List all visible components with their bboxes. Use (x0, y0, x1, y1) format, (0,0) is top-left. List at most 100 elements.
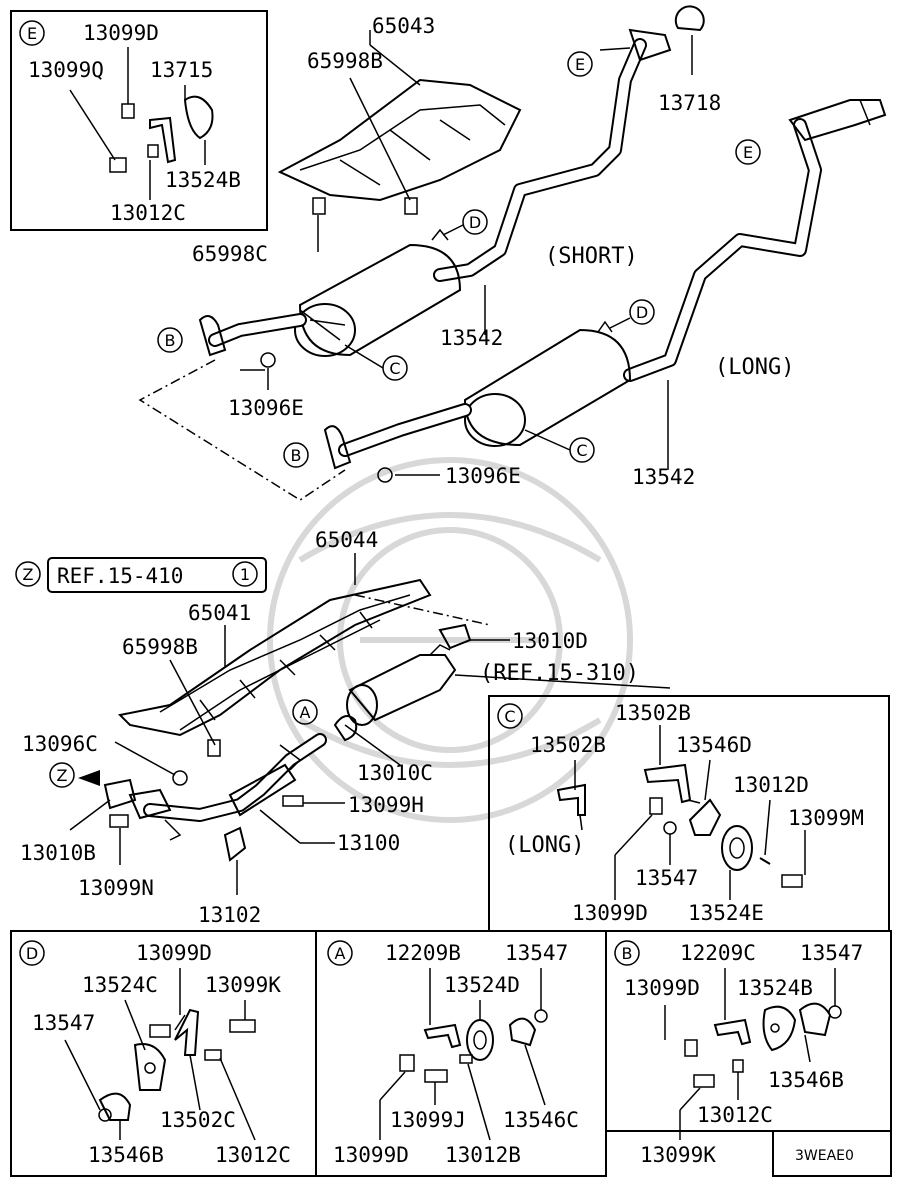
inset-a-drawing (379, 968, 548, 1141)
label-c-13546d: 13546D (676, 733, 752, 757)
label-a-13524d: 13524D (444, 973, 520, 997)
label-13099n: 13099N (78, 876, 154, 900)
label-b-13099k: 13099K (640, 1143, 716, 1167)
inset-b: B 12209C 13547 13099D 13524B 13546B 1301… (605, 930, 892, 1140)
leader-d-long (609, 317, 631, 329)
label-d-13099k: 13099K (205, 973, 281, 997)
label-d-13099d: 13099D (136, 941, 212, 965)
label-65998b-mid: 65998B (122, 635, 198, 659)
label-c-13502b-b: 13502B (530, 733, 606, 757)
label-13099q: 13099Q (28, 58, 104, 82)
muffler-short (198, 228, 462, 368)
bolt-65998b (404, 197, 418, 215)
label-13524b: 13524B (165, 168, 241, 192)
label-a-13099d: 13099D (333, 1143, 409, 1167)
leader-13010b (69, 799, 111, 831)
connect-line-2 (354, 594, 491, 626)
marker-z-pipe: Z (57, 766, 68, 785)
label-13715: 13715 (150, 58, 213, 82)
label-13096e-a: 13096E (228, 396, 304, 420)
label-c-13012d: 13012D (733, 773, 809, 797)
tailpipe-short (433, 5, 705, 282)
variant-short: (SHORT) (545, 244, 638, 269)
ref-15-410-num: 1 (240, 565, 250, 584)
leader-65998b-top (349, 77, 411, 201)
label-65041: 65041 (188, 601, 251, 625)
label-13099d: 13099D (83, 21, 159, 45)
label-a-13012b: 13012B (445, 1143, 521, 1167)
leader-65998b-mid (169, 659, 216, 746)
label-13100: 13100 (337, 831, 400, 855)
marker-a-pipe: A (300, 703, 311, 722)
leader-13010c (344, 724, 401, 766)
marker-d-short: D (469, 213, 481, 232)
label-b-13012c: 13012C (697, 1103, 773, 1127)
label-d-13546b: 13546B (88, 1143, 164, 1167)
bolt-65998b-mid (207, 739, 221, 757)
inset-e-drawing (69, 47, 214, 200)
label-a-13547: 13547 (505, 941, 568, 965)
marker-c-short: C (389, 359, 400, 378)
leader-13100 (259, 809, 301, 844)
label-b-13546b: 13546B (768, 1068, 844, 1092)
label-d-13502c: 13502C (160, 1108, 236, 1132)
inset-c: C 13502B 13502B 13546D 13012D 13099M (LO… (488, 695, 890, 932)
leader-13096c (114, 741, 176, 776)
inset-d: D 13099D 13524C 13099K 13547 13502C 1354… (10, 930, 317, 1177)
marker-e-short: E (575, 55, 585, 74)
label-13718: 13718 (658, 91, 721, 115)
nut-13096c (172, 770, 188, 786)
front-pipe (103, 715, 358, 862)
label-c-13524e: 13524E (688, 901, 764, 925)
heat-shield-65044-65041 (117, 578, 432, 737)
label-a-13546c: 13546C (503, 1108, 579, 1132)
leader-c-long (524, 429, 571, 451)
inset-a: A 12209B 13547 13524D 13099J 13546C 1309… (315, 930, 607, 1177)
connect-line-1 (138, 359, 346, 501)
label-13542-long: 13542 (632, 465, 695, 489)
marker-b-inset: B (622, 944, 633, 963)
marker-d-inset: D (26, 944, 38, 963)
muffler-long (323, 320, 632, 483)
ref-15-310: (REF.15-310) (480, 661, 639, 686)
label-13010d: 13010D (512, 629, 588, 653)
label-13099h: 13099H (348, 793, 424, 817)
marker-c-inset: C (504, 707, 515, 726)
label-65998b-top: 65998B (307, 49, 383, 73)
label-65044: 65044 (315, 528, 378, 552)
leader-d-short (442, 224, 464, 236)
label-d-13012c: 13012C (215, 1143, 291, 1167)
marker-b-long: B (291, 446, 302, 465)
inset-c-drawing (556, 725, 806, 900)
variant-long-c: (LONG) (505, 833, 584, 858)
label-13542-short: 13542 (440, 326, 503, 350)
label-a-12209b: 12209B (385, 941, 461, 965)
inset-d-drawing (64, 968, 256, 1141)
bolt-13099h (282, 795, 304, 807)
marker-c-long: C (576, 441, 587, 460)
marker-b-short: B (165, 331, 176, 350)
heat-shield-65043 (277, 30, 522, 202)
catalytic-converter (346, 623, 671, 726)
label-b-13547: 13547 (800, 941, 863, 965)
diagram-code: 3WEAE0 (795, 1148, 854, 1164)
label-c-13547: 13547 (635, 866, 698, 890)
arrow-z (78, 770, 100, 786)
ref-box (47, 557, 267, 593)
label-13010b: 13010B (20, 841, 96, 865)
marker-e-inset: E (27, 24, 37, 43)
label-65043: 65043 (372, 14, 435, 38)
tailpipe-long (623, 99, 887, 382)
label-b-13099d: 13099D (624, 976, 700, 1000)
label-a-13099j: 13099J (390, 1108, 466, 1132)
inset-b-drawing (664, 968, 842, 1140)
label-13010c: 13010C (357, 761, 433, 785)
label-c-13099m: 13099M (788, 806, 864, 830)
bolt-65998c (312, 197, 326, 215)
marker-a-inset: A (335, 944, 346, 963)
label-13012c: 13012C (110, 201, 186, 225)
label-13096e-b: 13096E (445, 464, 521, 488)
label-65998c: 65998C (192, 242, 268, 266)
leader-c-short (344, 344, 384, 369)
